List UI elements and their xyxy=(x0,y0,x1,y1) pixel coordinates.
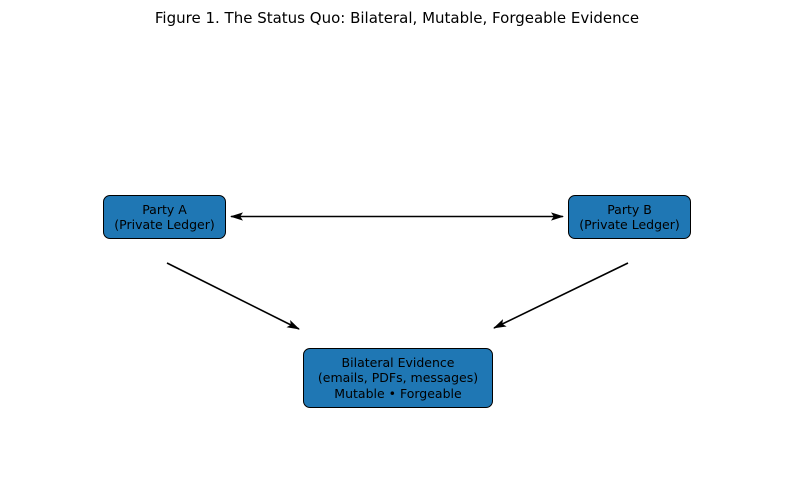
node-party-a-label-line2: (Private Ledger) xyxy=(114,217,215,232)
figure-title: Figure 1. The Status Quo: Bilateral, Mut… xyxy=(154,9,640,27)
node-bilateral-evidence: Bilateral Evidence (emails, PDFs, messag… xyxy=(303,348,493,408)
node-party-b: Party B (Private Ledger) xyxy=(568,195,691,239)
node-evidence-label-line3: Mutable • Forgeable xyxy=(334,385,462,401)
edge-partya-evidence-arrow xyxy=(166,262,300,330)
node-party-b-label-line1: Party B xyxy=(607,201,652,217)
node-party-a-label-line1: Party A xyxy=(142,201,187,217)
node-evidence-label-line2: (emails, PDFs, messages) xyxy=(317,370,479,386)
node-evidence-label-line1: Bilateral Evidence xyxy=(341,355,455,371)
edge-partyb-evidence-arrow xyxy=(493,262,629,329)
node-party-b-label-line2: (Private Ledger) xyxy=(579,217,680,232)
node-party-a: Party A (Private Ledger) xyxy=(103,195,226,239)
